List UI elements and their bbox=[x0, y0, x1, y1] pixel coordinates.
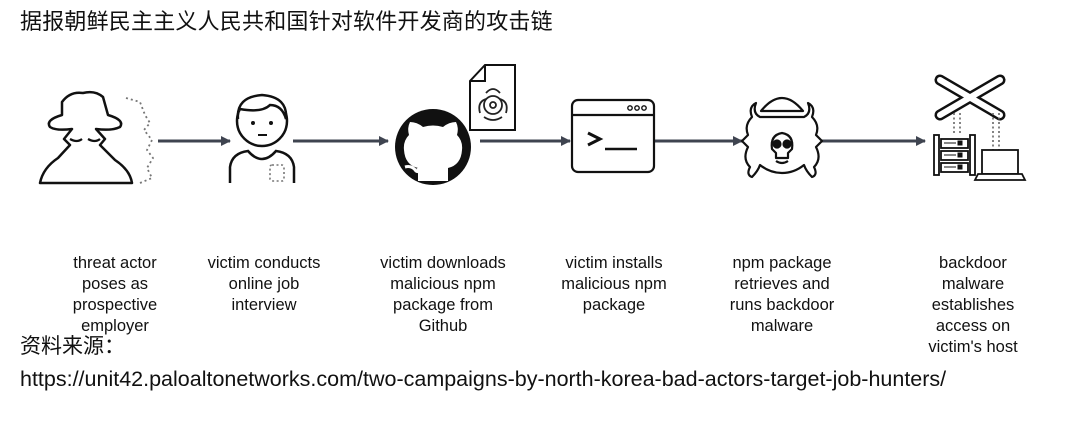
page-title: 据报朝鲜民主主义人民共和国针对软件开发商的攻击链 bbox=[20, 10, 553, 35]
step-label-threat-actor: threat actor poses as prospective employ… bbox=[30, 253, 200, 337]
label-line: malicious npm bbox=[561, 275, 667, 293]
step-label-install: victim installs malicious npm package bbox=[529, 253, 699, 316]
label-line: backdoor bbox=[939, 254, 1007, 272]
label-line: interview bbox=[231, 296, 297, 314]
label-line: retrieves and bbox=[734, 275, 830, 293]
source-label: 资料来源： bbox=[20, 334, 125, 358]
github-icon bbox=[395, 109, 471, 185]
biohazard-document-icon bbox=[469, 64, 516, 131]
label-line: victim's host bbox=[928, 338, 1018, 356]
terminal-icon bbox=[570, 98, 656, 174]
label-line: malware bbox=[750, 317, 814, 335]
attack-chain-diagram: threat actor poses as prospective employ… bbox=[0, 55, 1080, 356]
label-line: malicious npm bbox=[390, 275, 496, 293]
diagram-graphics bbox=[38, 64, 1027, 185]
label-line: access on bbox=[935, 317, 1011, 335]
step-label-interview: victim conducts online job interview bbox=[179, 253, 349, 316]
network-host-icon bbox=[933, 74, 1027, 181]
label-line: victim downloads bbox=[380, 254, 506, 272]
label-line: victim conducts bbox=[207, 254, 321, 272]
label-line: employer bbox=[81, 317, 149, 335]
label-line: online job bbox=[228, 275, 300, 293]
label-line: establishes bbox=[931, 296, 1015, 314]
label-line: runs backdoor bbox=[729, 296, 835, 314]
label-line: npm package bbox=[732, 254, 832, 272]
person-icon bbox=[228, 93, 296, 183]
label-line: prospective bbox=[72, 296, 158, 314]
label-line: Github bbox=[418, 317, 468, 335]
label-line: poses as bbox=[81, 275, 149, 293]
step-label-backdoor: backdoor malware establishes access on v… bbox=[888, 253, 1058, 358]
label-line: package from bbox=[393, 296, 493, 314]
step-label-download: victim downloads malicious npm package f… bbox=[358, 253, 528, 337]
label-line: malware bbox=[941, 275, 1005, 293]
label-line: threat actor bbox=[73, 254, 157, 272]
malware-bug-icon bbox=[740, 96, 824, 179]
label-line: package bbox=[582, 296, 646, 314]
label-line: victim installs bbox=[565, 254, 663, 272]
step-label-retrieve: npm package retrieves and runs backdoor … bbox=[697, 253, 867, 337]
spy-icon bbox=[38, 90, 154, 185]
source-url-link[interactable]: https://unit42.paloaltonetworks.com/two-… bbox=[20, 367, 947, 391]
